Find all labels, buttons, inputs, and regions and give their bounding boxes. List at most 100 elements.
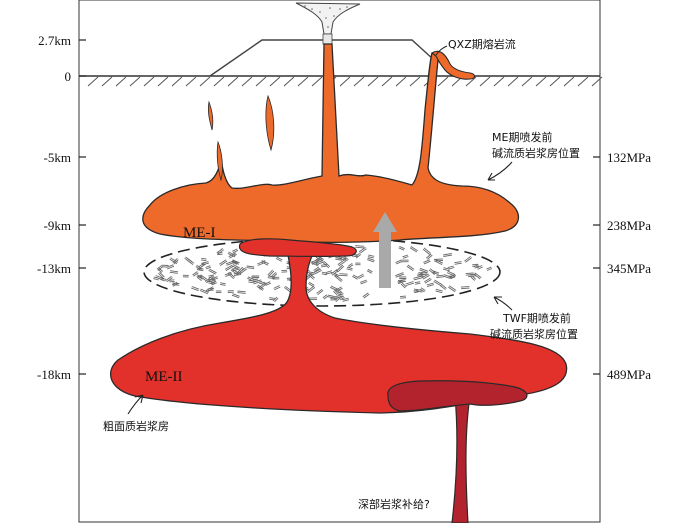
crystal-mark	[334, 272, 340, 277]
crystal-mark	[450, 275, 457, 280]
crystal-mark	[321, 271, 328, 274]
crystal-mark	[260, 261, 269, 266]
crystal-mark	[276, 256, 283, 261]
crystal-mark	[170, 257, 179, 263]
crystal-mark	[205, 266, 212, 270]
crystal-mark	[447, 270, 455, 275]
crystal-mark	[329, 286, 336, 291]
crystal-mark	[166, 277, 173, 283]
crystal-mark	[267, 269, 273, 276]
ground-hatch-mark	[549, 76, 561, 87]
crystal-mark	[325, 270, 333, 273]
pressure-label-238: 238MPa	[607, 218, 651, 233]
crystal-mark	[410, 246, 418, 252]
crystal-mark	[267, 277, 276, 280]
crystal-mark	[274, 297, 279, 303]
ground-hatch-mark	[115, 76, 127, 87]
crystal-mark	[423, 260, 431, 265]
ground-hatch-mark	[493, 76, 505, 87]
crystal-mark	[360, 279, 367, 283]
crystal-mark	[400, 297, 407, 299]
qxz-lava-flow-label: QXZ期熔岩流	[448, 37, 516, 51]
crystal-mark	[337, 256, 347, 260]
crystal-mark	[409, 247, 418, 253]
crystal-mark	[259, 282, 265, 285]
crystal-mark	[419, 269, 428, 274]
ground-hatch-mark	[199, 76, 211, 87]
me-i-label: ME-I	[183, 225, 216, 241]
depth-label-9km: -9km	[44, 218, 71, 233]
crystal-mark	[169, 280, 175, 283]
crystal-mark	[185, 256, 193, 263]
crystal-mark	[406, 265, 414, 272]
crystal-mark	[476, 265, 483, 269]
crystal-mark	[402, 256, 409, 259]
crystal-mark	[395, 273, 405, 278]
ground-hatch-mark	[143, 76, 155, 87]
crystal-mark	[310, 262, 319, 267]
crystal-mark	[399, 295, 406, 298]
crystal-mark	[367, 268, 373, 273]
crystal-mark	[429, 268, 436, 274]
crystal-mark	[407, 264, 415, 270]
crystal-mark	[423, 247, 431, 254]
plume-ash-dots	[304, 5, 348, 28]
crystal-mark	[261, 260, 269, 265]
crystal-mark	[230, 269, 238, 275]
crystal-mark	[355, 246, 365, 249]
crystal-mark	[196, 264, 203, 270]
crystal-mark	[228, 251, 236, 256]
crystal-mark	[413, 289, 419, 292]
crystal-mark	[464, 255, 472, 262]
crystal-mark	[322, 294, 328, 299]
crystal-mark	[333, 290, 338, 296]
crystal-mark	[196, 274, 203, 277]
crystal-mark	[228, 271, 235, 278]
crystal-mark	[309, 273, 315, 275]
ground-hatch-mark	[577, 76, 589, 87]
magma-ascent-arrow	[373, 212, 397, 288]
ground-hatch-mark	[213, 76, 225, 87]
crystal-mark	[184, 257, 192, 264]
crystal-mark	[158, 267, 164, 272]
crystal-mark	[421, 273, 430, 279]
crystal-mark	[367, 259, 375, 263]
crystal-mark	[156, 264, 163, 270]
crystal-mark	[256, 285, 263, 291]
crystal-mark	[273, 285, 280, 289]
crystal-mark	[346, 268, 353, 271]
crystal-mark	[471, 275, 477, 280]
crystal-mark	[232, 249, 239, 254]
crystal-mark	[264, 281, 271, 285]
crystal-mark	[461, 287, 470, 290]
crystal-mark	[335, 297, 341, 303]
crystal-mark	[474, 272, 482, 278]
crystal-mark	[443, 252, 452, 256]
crystal-mark	[420, 287, 426, 291]
crystal-mark	[397, 280, 406, 285]
crystal-mark	[400, 283, 406, 289]
crystal-mark	[346, 266, 353, 270]
crystal-mark	[368, 254, 375, 257]
crystal-mark	[395, 261, 402, 265]
crystal-mark	[448, 286, 456, 293]
crystal-mark	[201, 261, 209, 264]
crystal-mark	[333, 294, 343, 298]
ground-hatch-mark	[87, 76, 99, 87]
crystal-mark	[252, 279, 262, 283]
qxz-leader-line	[435, 45, 448, 56]
ground-hatch-mark	[591, 76, 603, 87]
crystal-mark	[355, 245, 365, 247]
crystal-mark	[232, 259, 240, 264]
crystal-mark	[192, 271, 198, 276]
crystal-mark	[258, 282, 266, 289]
ground-hatch-mark	[241, 76, 253, 87]
crystal-mark	[309, 271, 315, 274]
crystal-mark	[417, 275, 424, 277]
crystal-mark	[342, 297, 349, 301]
crystal-mark	[486, 266, 492, 270]
crystal-mark	[448, 285, 457, 291]
crystal-mark	[193, 272, 199, 277]
crystal-mark	[424, 277, 431, 283]
